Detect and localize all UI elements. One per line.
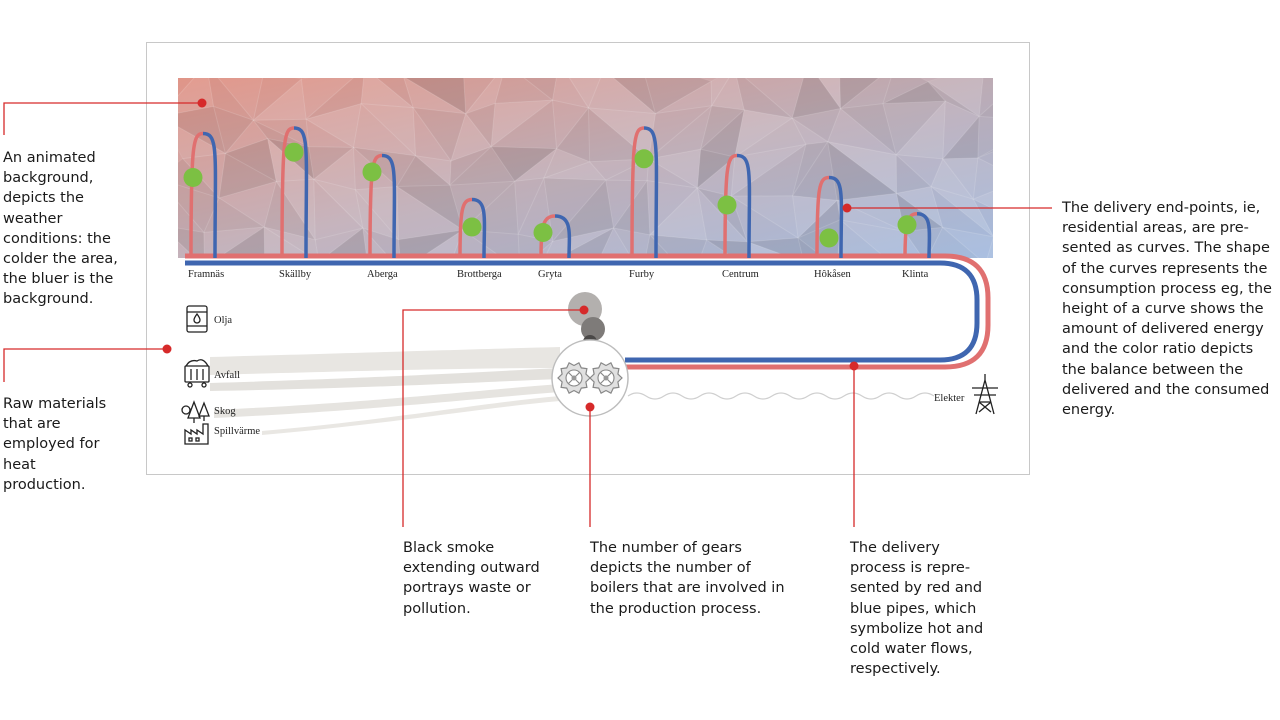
annotation-raw-materials: Raw materials that are employed for heat… [3, 396, 107, 493]
endpoint-dot [362, 162, 382, 182]
endpoint-dot [462, 217, 482, 237]
source-label-avfall: Avfall [214, 370, 240, 381]
hot-branch [815, 175, 830, 259]
cold-branch [202, 131, 218, 259]
source-label-skog: Skog [214, 406, 236, 417]
boiler [551, 339, 629, 417]
source-label-olja: Olja [214, 315, 232, 326]
delivery-pipes [185, 253, 991, 370]
area-label: Skällby [279, 269, 312, 280]
endpoint-dot [183, 168, 203, 187]
endpoint-dot [819, 228, 839, 248]
cold-branch [293, 126, 309, 259]
forest-icon [181, 400, 210, 423]
electricity-wave [627, 392, 935, 400]
callout-lines [3, 102, 1052, 527]
area-label: Klinta [902, 269, 929, 280]
endpoint-dot [634, 149, 654, 169]
endpoint-dot [284, 142, 304, 162]
cold-branch [736, 153, 752, 259]
factory-icon [184, 423, 209, 445]
hot-branch [189, 131, 204, 259]
weather-background [178, 78, 993, 258]
area-label: Centrum [722, 269, 759, 280]
flow-skog [214, 384, 560, 418]
cold-branch [643, 126, 659, 259]
hot-branch [723, 153, 738, 259]
endpoint-dot [717, 195, 737, 215]
gears [557, 361, 623, 395]
elekter-label: Elekter [934, 393, 965, 404]
cold-branch [554, 214, 572, 259]
oil-barrel-icon [186, 305, 208, 333]
waste-container-icon [184, 359, 210, 388]
annotation-endpoints: The delivery end-points, ie, residential… [1062, 200, 1272, 419]
area-label: Aberga [367, 269, 398, 280]
annotation-smoke: Black smoke extending outward portrays w… [403, 540, 540, 617]
hot-pipe [185, 253, 991, 370]
hot-branch [630, 126, 645, 259]
cold-branch [916, 212, 932, 259]
source-label-spillvarme: Spillvärme [214, 426, 260, 437]
area-label: Furby [629, 269, 655, 280]
flow-avfall [210, 347, 560, 375]
hot-branch [280, 126, 295, 259]
gear-axle [571, 375, 577, 381]
power-tower-icon [972, 374, 998, 415]
area-label: Gryta [538, 269, 562, 280]
flow-avfall-lower [210, 368, 560, 391]
annotation-background: An animated background, depicts the weat… [3, 150, 118, 308]
cold-pipe [185, 260, 980, 363]
endpoint-curves [183, 126, 932, 259]
raw-material-flows [210, 347, 560, 435]
cold-branch [828, 175, 844, 259]
cold-branch [471, 197, 487, 259]
endpoint-dot [897, 215, 917, 235]
area-label: Brottberga [457, 269, 502, 280]
gear-axle [603, 375, 609, 381]
hot-branch [458, 197, 473, 259]
endpoint-dot [533, 223, 553, 242]
area-labels: Framnäs Skällby Aberga Brottberga Gryta Furby… [188, 269, 929, 280]
smoke-puff-medium [581, 317, 605, 341]
callout-dots [162, 98, 859, 412]
area-label: Framnäs [188, 269, 224, 280]
annotation-gears: The number of gears depicts the number o… [590, 540, 785, 617]
annotation-pipes: The delivery process is repre-sented by … [850, 540, 984, 678]
cold-branch [381, 153, 397, 259]
area-label: Hôkåsen [814, 269, 851, 280]
flow-spillvarme [262, 396, 560, 435]
